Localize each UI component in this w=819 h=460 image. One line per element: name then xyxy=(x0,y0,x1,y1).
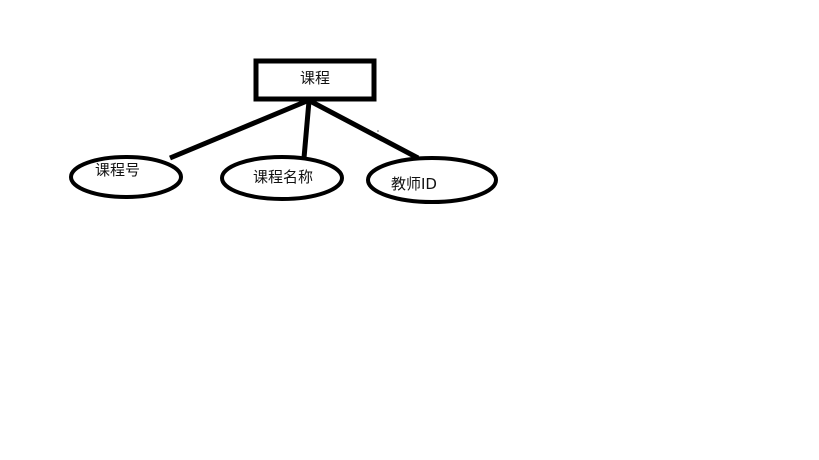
connector-line-course-name xyxy=(301,100,312,159)
attribute-label-course-id: 课程号 xyxy=(95,161,141,179)
attribute-ellipse-teacher-id[interactable] xyxy=(366,156,498,204)
connector-line-course-id xyxy=(169,98,308,161)
connector-line-teacher-id xyxy=(308,98,420,161)
attribute-label-teacher-id: 教师ID xyxy=(391,175,437,193)
stray-dot xyxy=(377,130,379,132)
entity-label: 课程 xyxy=(300,69,331,87)
entity-box[interactable] xyxy=(253,58,377,102)
attribute-label-course-name: 课程名称 xyxy=(253,168,314,186)
attribute-ellipse-course-name[interactable] xyxy=(220,155,344,201)
attribute-ellipse-course-id[interactable] xyxy=(69,155,183,199)
